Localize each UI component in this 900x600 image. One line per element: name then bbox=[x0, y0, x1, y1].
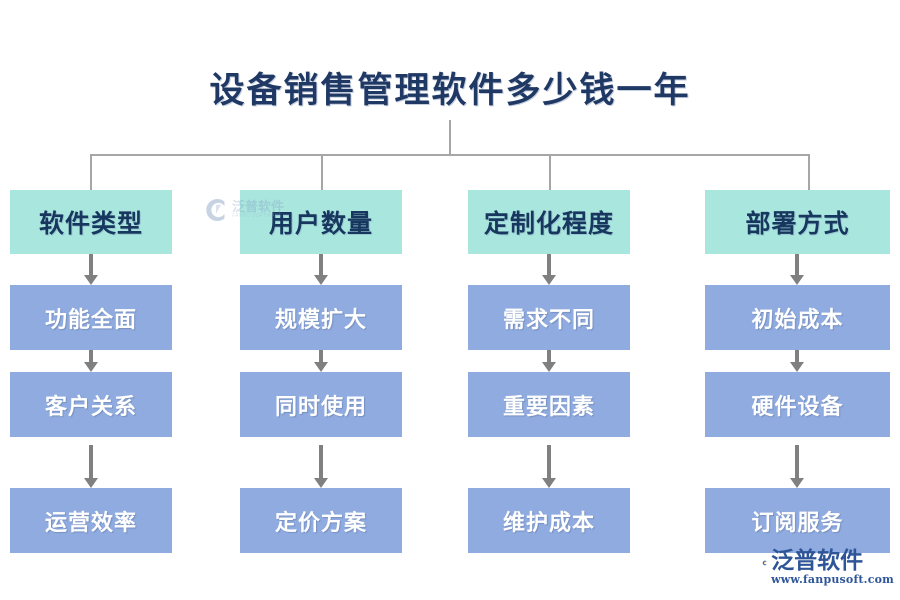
connector-drop-col-2 bbox=[321, 154, 323, 190]
arrow-col-2-head-to-item-1 bbox=[314, 254, 328, 285]
item-box-col-1-row-2[interactable]: 客户关系 bbox=[10, 372, 172, 437]
arrow-col-2-item-2-to-3 bbox=[314, 445, 328, 488]
brand-url: www.fanpusoft.com bbox=[771, 573, 894, 586]
item-box-col-3-row-3[interactable]: 维护成本 bbox=[468, 488, 630, 553]
item-box-col-3-row-1[interactable]: 需求不同 bbox=[468, 285, 630, 350]
arrow-col-3-item-2-to-3 bbox=[542, 445, 556, 488]
arrow-col-4-item-1-to-2 bbox=[790, 350, 804, 372]
connector-horizontal-bus bbox=[90, 154, 809, 156]
fanpu-logo-icon bbox=[206, 198, 225, 222]
arrow-col-3-item-1-to-2 bbox=[542, 350, 556, 372]
arrow-col-1-item-1-to-2 bbox=[84, 350, 98, 372]
arrow-col-1-head-to-item-1 bbox=[84, 254, 98, 285]
item-box-col-4-row-2[interactable]: 硬件设备 bbox=[705, 372, 890, 437]
connector-root-stem bbox=[449, 120, 451, 155]
item-box-col-1-row-3[interactable]: 运营效率 bbox=[10, 488, 172, 553]
item-box-col-2-row-3[interactable]: 定价方案 bbox=[240, 488, 402, 553]
item-box-col-2-row-1[interactable]: 规模扩大 bbox=[240, 285, 402, 350]
arrow-col-3-head-to-item-1 bbox=[542, 254, 556, 285]
item-box-col-1-row-1[interactable]: 功能全面 bbox=[10, 285, 172, 350]
header-box-col-3[interactable]: 定制化程度 bbox=[468, 190, 630, 254]
header-box-col-2[interactable]: 用户数量 bbox=[240, 190, 402, 254]
item-box-col-4-row-1[interactable]: 初始成本 bbox=[705, 285, 890, 350]
item-box-col-4-row-3[interactable]: 订阅服务 bbox=[705, 488, 890, 553]
brand-logo: 泛普软件 www.fanpusoft.com bbox=[762, 548, 894, 594]
arrow-col-1-item-2-to-3 bbox=[84, 445, 98, 488]
connector-drop-col-1 bbox=[90, 154, 92, 190]
arrow-col-4-item-2-to-3 bbox=[790, 445, 804, 488]
item-box-col-2-row-2[interactable]: 同时使用 bbox=[240, 372, 402, 437]
arrow-col-2-item-1-to-2 bbox=[314, 350, 328, 372]
connector-drop-col-4 bbox=[808, 154, 810, 190]
item-box-col-3-row-2[interactable]: 重要因素 bbox=[468, 372, 630, 437]
header-box-col-4[interactable]: 部署方式 bbox=[705, 190, 890, 254]
brand-name: 泛普软件 bbox=[771, 547, 864, 573]
connector-drop-col-3 bbox=[549, 154, 551, 190]
header-box-col-1[interactable]: 软件类型 bbox=[10, 190, 172, 254]
arrow-col-4-head-to-item-1 bbox=[790, 254, 804, 285]
page-title: 设备销售管理软件多少钱一年 bbox=[209, 70, 691, 111]
fanpu-brand-icon bbox=[762, 560, 767, 566]
